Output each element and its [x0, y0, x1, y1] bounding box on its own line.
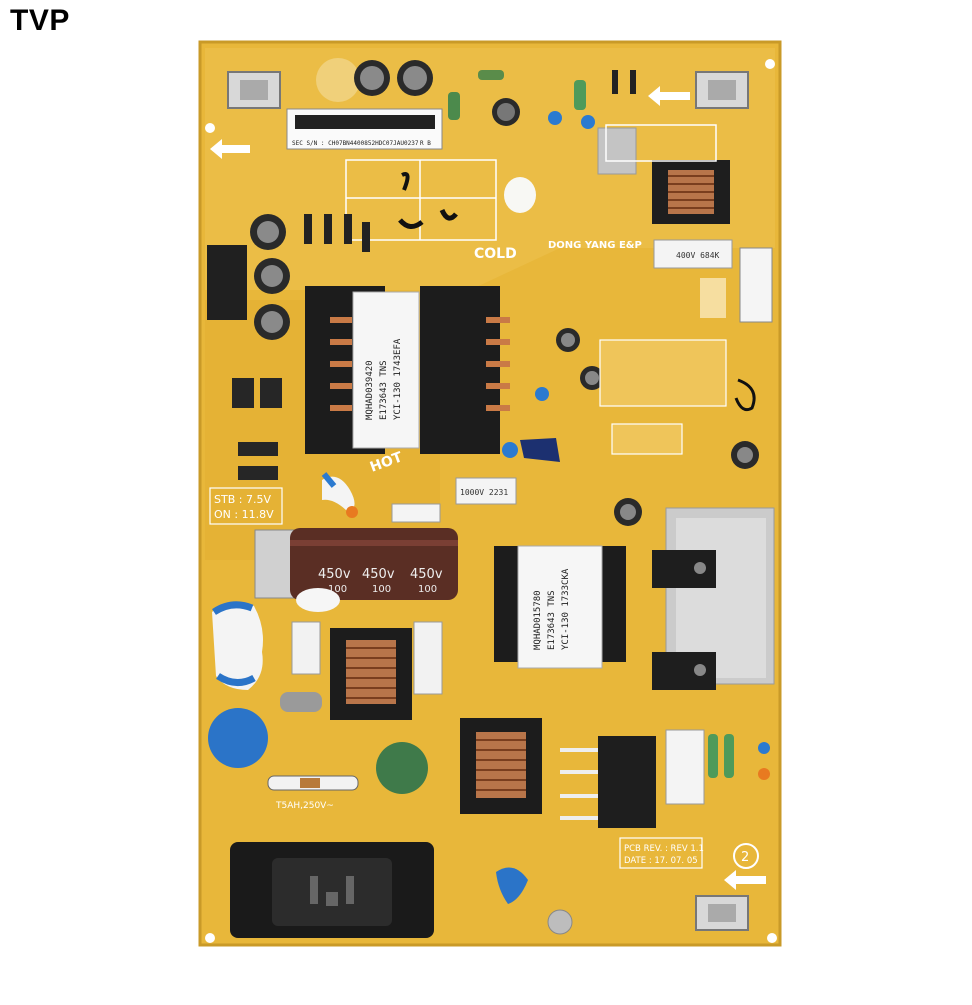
- sub-transformer-line-1: MQHAD015780: [533, 590, 543, 650]
- circle-number: 2: [741, 850, 749, 865]
- bulk-cap-text-6: 100: [418, 584, 437, 595]
- serial-suffix: R B: [420, 140, 431, 147]
- bulk-cap-text-3: 450v: [410, 567, 443, 582]
- cap-1000v-label: 1000V 2231: [460, 488, 508, 497]
- fuse-label: T5AH,250V~: [275, 801, 334, 811]
- bridge-rectifier: [598, 736, 656, 828]
- blue-varistor: [208, 708, 268, 768]
- ac-inlet: [230, 842, 434, 938]
- bulk-capacitor: 450v 450v 450v 100 100 100: [254, 528, 458, 600]
- choke-left: [330, 628, 412, 720]
- top-capacitors: [354, 60, 433, 96]
- main-transformer-line-3: YCI-130 1743EFA: [393, 338, 403, 420]
- bulk-cap-text-1: 450v: [318, 567, 351, 582]
- main-transformer-line-1: MQHAD039420: [365, 360, 375, 420]
- connector-tl: [227, 71, 281, 109]
- bulk-cap-text-4: 100: [328, 584, 347, 595]
- secondary-transformer: MQHAD015780 E173643 TNS YCI-130 1733CKA: [494, 545, 626, 669]
- connector-right: [739, 247, 773, 323]
- heatsink: [652, 507, 775, 690]
- watermark-text: TVP: [10, 4, 70, 37]
- choke-bottom: [460, 718, 542, 814]
- sub-transformer-line-2: E173643 TNS: [547, 590, 557, 650]
- cap-400v: [653, 239, 733, 269]
- bulk-cap-text-5: 100: [372, 584, 391, 595]
- bulk-cap-text-2: 450v: [362, 567, 395, 582]
- pcb-date-label: DATE : 17. 07. 05: [624, 856, 698, 866]
- main-transformer: MQHAD039420 E173643 TNS YCI-130 1743EFA: [305, 286, 510, 454]
- on-voltage-label: ON : 11.8V: [214, 508, 274, 521]
- cap-1000v: [455, 477, 517, 505]
- main-transformer-line-2: E173643 TNS: [379, 360, 389, 420]
- left-connector: [207, 245, 247, 320]
- sub-transformer-line-3: YCI-130 1733CKA: [561, 568, 571, 650]
- cap-400v-label: 400V 684K: [676, 251, 720, 260]
- maker-label: DONG YANG E&P: [548, 240, 642, 251]
- stb-voltage-label: STB : 7.5V: [214, 493, 271, 506]
- cold-label: COLD: [474, 246, 517, 262]
- pcb-rev-label: PCB REV. : REV 1.1: [624, 844, 704, 854]
- serial-label: SEC S/N : CH07BN4400852HDC07JAU0237: [292, 140, 419, 147]
- green-thermistor: [376, 742, 428, 794]
